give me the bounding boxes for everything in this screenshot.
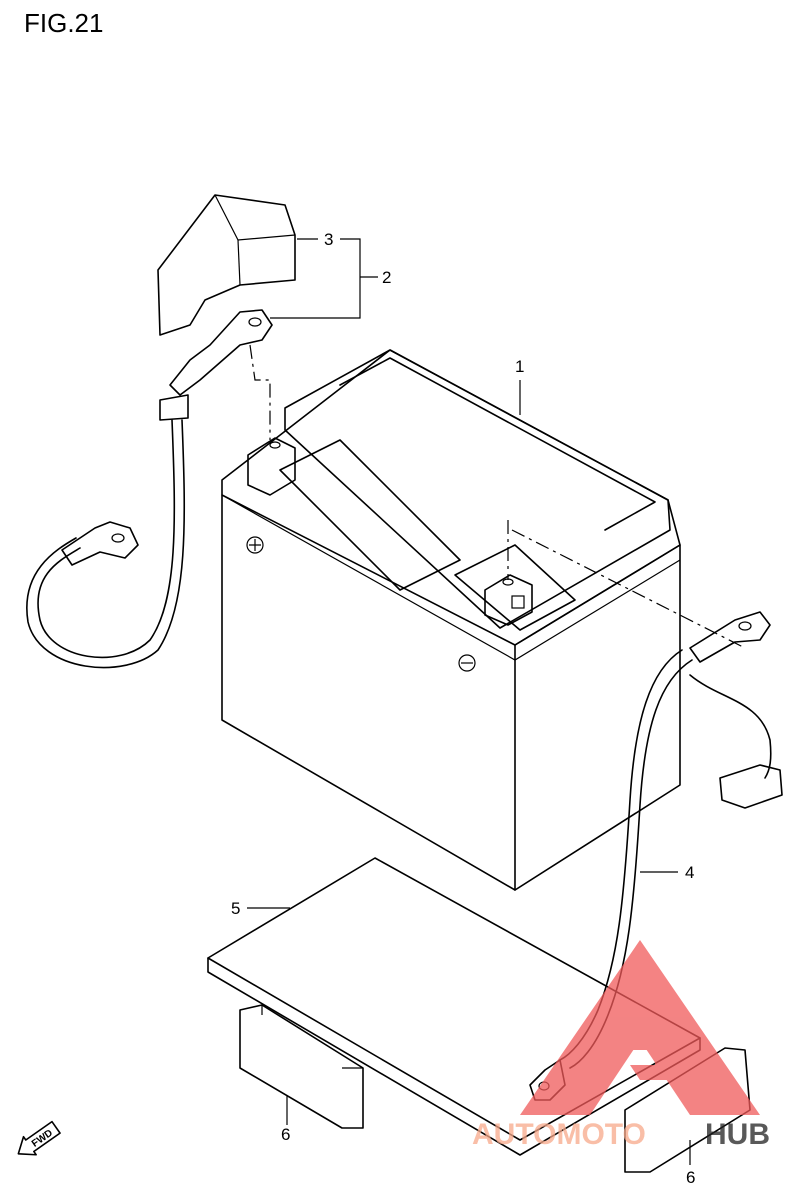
terminal-cover xyxy=(157,194,296,336)
watermark-logo-icon xyxy=(520,940,760,1115)
leader-lines xyxy=(247,238,691,1165)
watermark: AUTOMOTO HUB xyxy=(472,940,770,1151)
callout-1: 1 xyxy=(515,357,524,376)
watermark-text-hub: HUB xyxy=(705,1118,770,1151)
callout-6-left: 6 xyxy=(281,1125,290,1144)
figure-title: FIG.21 xyxy=(24,8,104,38)
callout-2: 2 xyxy=(382,268,391,287)
watermark-text-automoto: AUTOMOTO xyxy=(472,1118,646,1151)
callout-3: 3 xyxy=(324,230,333,249)
fwd-arrow-icon: FWD xyxy=(17,1120,61,1156)
fwd-label: FWD xyxy=(30,1128,55,1150)
battery xyxy=(221,349,681,891)
positive-cable xyxy=(26,309,273,669)
callout-6-right: 6 xyxy=(686,1168,695,1187)
callout-4: 4 xyxy=(685,863,694,882)
assembly-lines xyxy=(249,344,746,649)
callout-5: 5 xyxy=(231,899,240,918)
